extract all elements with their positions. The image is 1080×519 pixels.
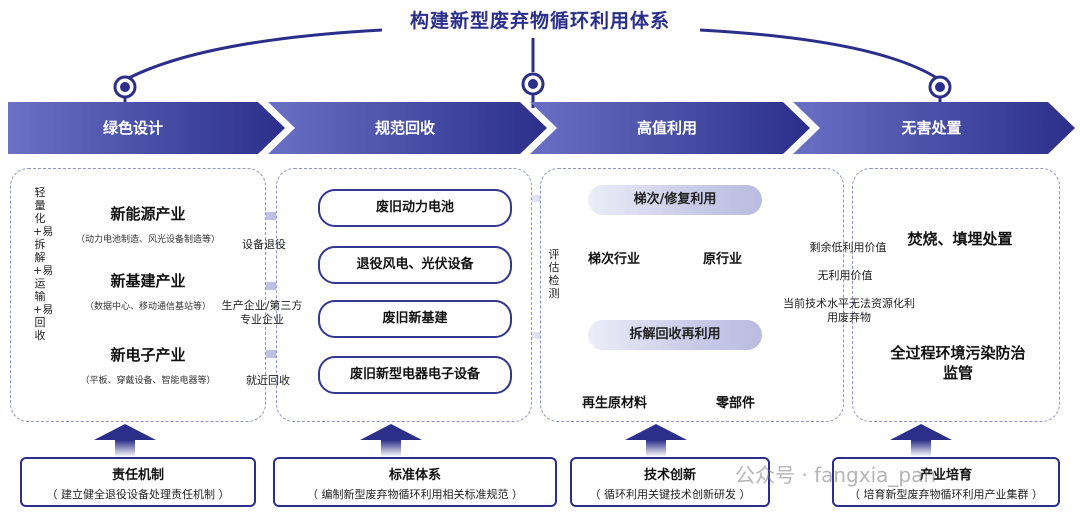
foundation-desc: （ 循环利用关键技术创新研发 ）: [589, 488, 751, 501]
cascade-reuse-pill: 梯次/修复利用: [588, 185, 762, 215]
industry-new-energy: 新能源产业 （动力电池制造、风光设备制造等）: [58, 203, 238, 245]
industry-name: 新能源产业: [110, 205, 186, 223]
foundation-title: 技术创新: [643, 468, 696, 483]
dispose-label-low-value: 剩余低利用价值: [809, 241, 887, 254]
node-circle-center: [521, 72, 545, 108]
industry-name: 新基建产业: [110, 272, 186, 290]
foundation-technology: 技术创新 （ 循环利用关键技术创新研发 ）: [570, 457, 770, 507]
foundation-standards: 标准体系 （ 编制新型废弃物循环利用相关标准规范 ）: [273, 457, 557, 507]
foundation-industry: 产业培育 （ 培育新型废弃物循环利用产业集群 ）: [832, 457, 1060, 507]
pollution-monitoring: 全过程环境污染防治监管: [890, 344, 1026, 382]
chevron-dispose: [793, 102, 1075, 154]
chevron-design: [8, 102, 285, 154]
diagram-title: 构建新型废弃物循环利用体系: [409, 10, 670, 32]
right-arc: [699, 28, 941, 82]
cascade-industry: 梯次行业: [588, 252, 641, 267]
evaluate-label: 评估检测: [548, 248, 560, 300]
foundation-title: 标准体系: [388, 468, 441, 483]
dispose-label-unusable: 当前技术水平无法资源化利用废弃物: [783, 297, 915, 324]
stage-label-dispose: 无害处置: [901, 119, 962, 137]
dismantle-reuse-pill: 拆解回收再利用: [588, 320, 762, 350]
components: 零部件: [716, 396, 756, 411]
design-principles-vertical: 轻量化+易拆解+易运输+易回收: [33, 186, 54, 342]
up-arrow-3: [625, 424, 687, 457]
recycle-item-wind-solar: 退役风电、光伏设备: [318, 246, 512, 284]
foundation-responsibility: 责任机制 （ 建立健全退役设备处理责任机制 ）: [20, 457, 256, 507]
industry-new-infra: 新基建产业 （数据中心、移动通信基站等）: [58, 270, 238, 312]
recycled-materials: 再生原材料: [582, 396, 648, 411]
foundation-desc: （ 编制新型废弃物循环利用相关标准规范 ）: [307, 488, 523, 501]
up-arrow-1: [94, 424, 156, 457]
industry-new-electronics: 新电子产业 （平板、穿戴设备、智能电器等）: [58, 344, 238, 386]
stage-label-design: 绿色设计: [102, 119, 163, 137]
industry-sub: （平板、穿戴设备、智能电器等）: [80, 376, 216, 386]
recycle-item-battery: 废旧动力电池: [318, 189, 512, 227]
watermark-text: 公众号 · fangxia_pan: [735, 463, 937, 487]
stage-label-utilize: 高值利用: [636, 119, 697, 137]
left-arc: [124, 28, 383, 82]
panel-design: [10, 168, 266, 422]
recycle-item-electronics: 废旧新型电器电子设备: [318, 356, 512, 394]
chevron-recycle: [268, 102, 547, 154]
original-industry: 原行业: [703, 252, 743, 267]
incineration-landfill: 焚烧、填埋处置: [907, 230, 1013, 248]
up-arrow-4: [890, 424, 952, 457]
foundation-title: 产业培育: [919, 468, 972, 483]
industry-sub: （数据中心、移动通信基站等）: [84, 302, 211, 312]
industry-sub: （动力电池制造、风光设备制造等）: [75, 235, 220, 245]
up-arrow-2: [360, 424, 422, 457]
panel-dispose: [852, 168, 1060, 422]
foundation-title: 责任机制: [111, 468, 164, 483]
industry-name: 新电子产业: [110, 346, 186, 364]
chevron-utilize: [530, 102, 810, 154]
arrow-label-producer: 生产企业/第三方专业企业: [221, 299, 303, 326]
stage-label-recycle: 规范回收: [374, 119, 435, 137]
foundation-desc: （ 建立健全退役设备处理责任机制 ）: [46, 488, 230, 501]
foundation-desc: （ 培育新型废弃物循环利用产业集群 ）: [849, 488, 1043, 501]
arrow-label-nearby: 就近回收: [246, 374, 290, 387]
arrow-label-retire: 设备退役: [242, 238, 286, 251]
recycle-item-infra: 废旧新基建: [318, 300, 512, 338]
dispose-label-no-value: 无利用价值: [817, 269, 873, 282]
